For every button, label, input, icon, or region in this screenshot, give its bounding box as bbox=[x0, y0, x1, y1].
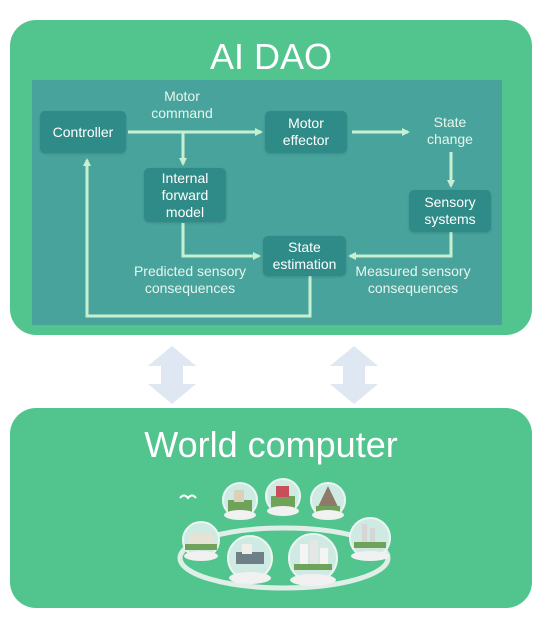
internal-forward-model-node: Internal forward model bbox=[144, 168, 226, 222]
connector-estimation-feedback bbox=[83, 158, 312, 318]
motor-effector-node: Motor effector bbox=[265, 111, 347, 153]
globe-4 bbox=[182, 521, 220, 561]
world-computer-title: World computer bbox=[144, 424, 398, 465]
globe-5 bbox=[227, 535, 273, 584]
globe-3 bbox=[310, 482, 346, 520]
diagram-connectors bbox=[83, 128, 455, 318]
connector-sensory-to-estimation bbox=[348, 232, 453, 260]
globe-2 bbox=[265, 478, 301, 516]
control-loop-diagram: Controller Motor effector Internal forwa… bbox=[32, 80, 502, 325]
globe-6 bbox=[288, 533, 338, 586]
state-estimation-node: State estimation bbox=[263, 236, 346, 276]
connector-forward-model-to-estimation bbox=[181, 223, 261, 260]
sensory-systems-node: Sensory systems bbox=[409, 190, 491, 232]
motor-command-label: Motor command bbox=[151, 88, 213, 121]
ai-dao-title: AI DAO bbox=[209, 36, 333, 77]
globe-7 bbox=[349, 517, 391, 561]
controller-node: Controller bbox=[40, 111, 126, 153]
double-arrow-left-icon bbox=[148, 346, 196, 404]
measured-sensory-label: Measured sensory consequences bbox=[355, 263, 471, 296]
globe-1 bbox=[222, 482, 258, 520]
predicted-sensory-label: Predicted sensory consequences bbox=[133, 263, 247, 296]
state-change-label: State change bbox=[427, 114, 473, 147]
city-globes-icon bbox=[177, 478, 391, 591]
double-arrow-right-icon bbox=[330, 346, 378, 404]
